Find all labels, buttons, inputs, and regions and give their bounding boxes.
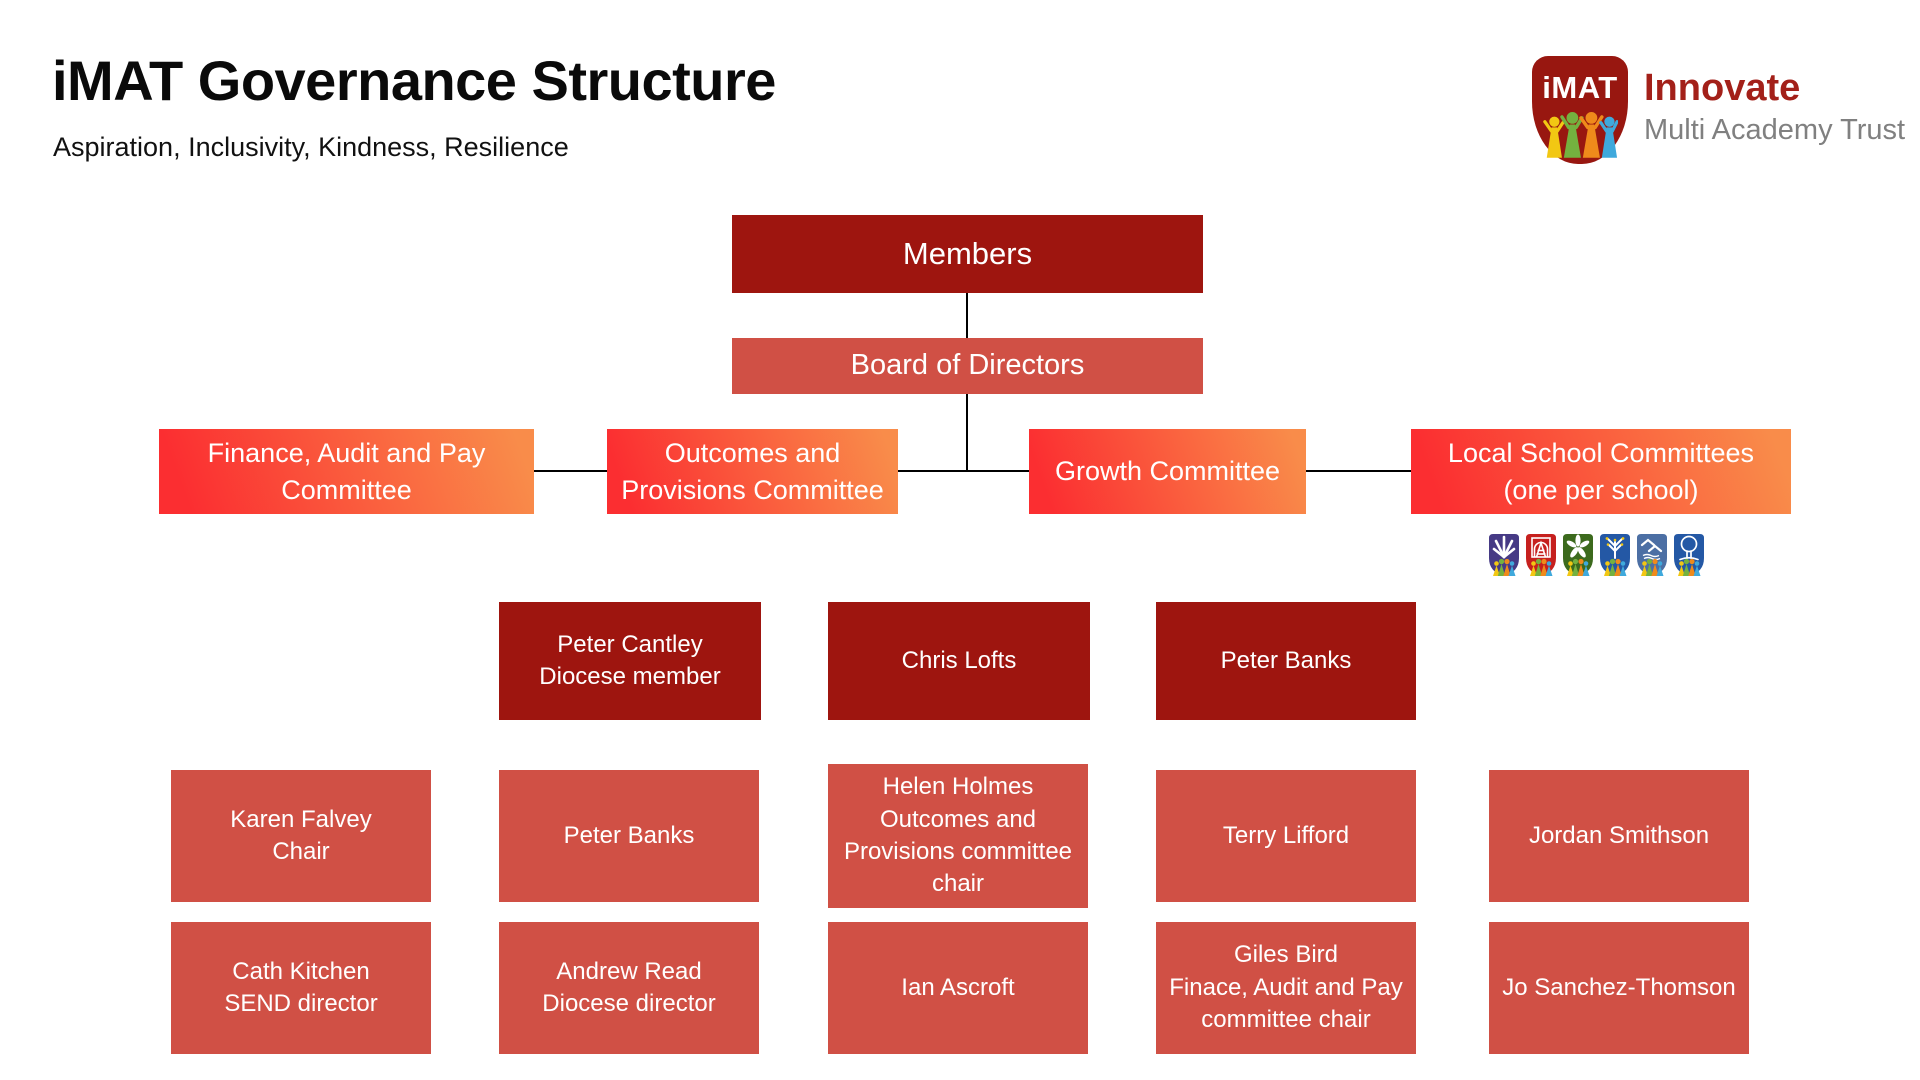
director-box: Andrew Read Diocese director [499, 922, 759, 1054]
finance-audit-pay-committee-box: Finance, Audit and Pay Committee [159, 429, 534, 514]
crest-oak-tree-icon [1674, 534, 1704, 576]
page-subtitle: Aspiration, Inclusivity, Kindness, Resil… [53, 132, 569, 162]
connector-line [534, 470, 607, 472]
trustee-box: Peter Banks [1156, 602, 1416, 720]
board-of-directors-box: Board of Directors [732, 338, 1203, 394]
crest-geese-icon [1637, 534, 1667, 576]
logo-brand-subtitle: Multi Academy Trust [1644, 113, 1906, 146]
director-box: Ian Ascroft [828, 922, 1088, 1054]
imat-logo: iMAT [1532, 56, 1905, 164]
members-box: Members [732, 215, 1203, 293]
crest-flower-icon [1563, 534, 1593, 576]
director-box: Peter Banks [499, 770, 759, 902]
logo-shield-icon: iMAT [1532, 56, 1628, 164]
director-box: Jo Sanchez-Thomson [1489, 922, 1749, 1054]
director-box: Helen Holmes Outcomes and Provisions com… [828, 764, 1088, 908]
local-school-committees-box: Local School Committees (one per school) [1411, 429, 1791, 514]
crest-chestnut-leaf-icon [1489, 534, 1519, 576]
director-box: Terry Lifford [1156, 770, 1416, 902]
page-title: iMAT Governance Structure [52, 49, 776, 112]
trustee-box: Peter Cantley Diocese member [499, 602, 761, 720]
crest-railway-tunnel-icon [1526, 534, 1556, 576]
director-box: Cath Kitchen SEND director [171, 922, 431, 1054]
director-box: Jordan Smithson [1489, 770, 1749, 902]
logo-brand-name: Innovate [1644, 67, 1801, 109]
director-box: Karen Falvey Chair [171, 770, 431, 902]
growth-committee-box: Growth Committee [1029, 429, 1306, 514]
crest-orchard-tree-icon [1600, 534, 1630, 576]
connector-line [1306, 470, 1411, 472]
people-icon [1543, 112, 1618, 158]
logo-shield-text: iMAT [1542, 70, 1618, 105]
director-box: Giles Bird Finace, Audit and Pay committ… [1156, 922, 1416, 1054]
connector-line [966, 293, 968, 338]
logo-wordmark: Innovate Multi Academy Trust [1644, 67, 1906, 147]
connector-line [966, 394, 968, 471]
outcomes-provisions-committee-box: Outcomes and Provisions Committee [607, 429, 898, 514]
connector-line [898, 470, 1029, 472]
trustee-box: Chris Lofts [828, 602, 1090, 720]
